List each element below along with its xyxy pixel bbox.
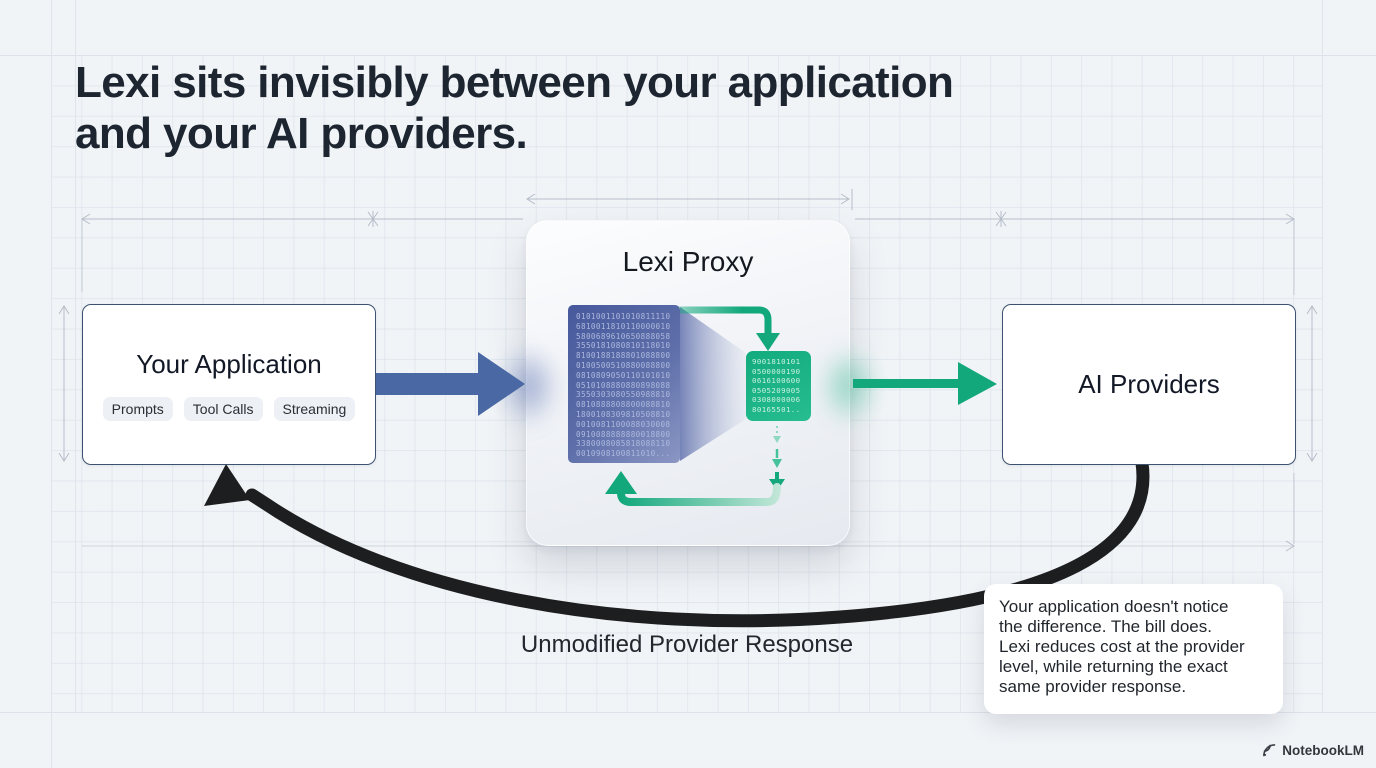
capability-chip: Streaming — [273, 396, 356, 421]
loopback-arrowhead — [605, 471, 637, 494]
descent-arrowhead — [773, 436, 781, 443]
compression-arrowhead — [756, 333, 780, 351]
annotation-line: Lexi reduces cost at the provider — [999, 637, 1245, 656]
green-glow — [818, 346, 880, 426]
page-title-line-2: and your AI providers. — [75, 109, 528, 158]
notebooklm-logo-icon — [1263, 744, 1276, 757]
page-title: Lexi sits invisibly between your applica… — [75, 57, 954, 159]
capability-chip: Tool Calls — [183, 396, 263, 421]
annotation-line: the difference. The bill does. — [999, 617, 1212, 636]
annotation-line: same provider response. — [999, 677, 1187, 696]
binary-row: 6810011810110000010 — [576, 321, 671, 331]
proxy-card: Lexi Proxy — [526, 220, 850, 546]
application-label: Your Application — [136, 348, 322, 379]
return-flow-label: Unmodified Provider Response — [520, 631, 854, 658]
binary-row: 0810809050110101010 — [576, 370, 671, 380]
binary-row: 0510108880880898088 — [576, 380, 671, 390]
binary-row: 0010081100088030008 — [576, 419, 671, 429]
annotation-line: Your application doesn't notice — [999, 597, 1229, 616]
page-title-line-1: Lexi sits invisibly between your applica… — [75, 58, 954, 107]
descent-arrowhead — [772, 459, 782, 468]
binary-row: 0616100600 — [752, 376, 801, 385]
descent-arrows — [769, 426, 785, 491]
bottom-frame-line — [0, 712, 1376, 713]
binary-row: 0010908100811010... — [576, 449, 671, 459]
binary-row: 80165501.. — [752, 404, 801, 414]
binary-row: 0505209005 — [752, 385, 801, 395]
capability-chip: Prompts — [102, 396, 173, 421]
providers-node: AI Providers — [1002, 304, 1296, 465]
binary-row: 5800689610650888058 — [576, 331, 671, 341]
right-frame-line — [1322, 0, 1323, 712]
compression-funnel-shape — [680, 307, 746, 461]
application-capability-chips: Prompts Tool Calls Streaming — [102, 396, 356, 421]
binary-row: 1800108309810508810 — [576, 409, 671, 419]
descent-arrowhead — [769, 479, 785, 491]
binary-row: 8100188188801088800 — [576, 351, 671, 361]
binary-row: 3380008085818088110 — [576, 439, 671, 449]
left-frame-line-inner — [75, 0, 76, 712]
proxy-label: Lexi Proxy — [622, 246, 754, 277]
binary-row: 0500000190 — [752, 366, 801, 376]
binary-row: 0308000006 — [752, 395, 801, 404]
providers-label: AI Providers — [1078, 369, 1220, 399]
top-frame-line — [0, 55, 1376, 56]
binary-row: 3550303080550988810 — [576, 390, 671, 400]
blue-glow — [496, 344, 560, 428]
application-node: Your Application Prompts Tool Calls Stream… — [82, 304, 376, 465]
left-frame-line — [51, 0, 52, 768]
binary-row: 3550181080810118010 — [576, 341, 671, 351]
watermark-label: NotebookLM — [1282, 743, 1364, 758]
binary-row: 0101001101010811110 — [576, 312, 671, 321]
binary-row: 9001810101 — [752, 357, 801, 366]
annotation-line: level, while returning the exact — [999, 657, 1228, 676]
binary-row: 0100500510880088800 — [576, 360, 671, 370]
notebooklm-watermark: NotebookLM — [1262, 743, 1364, 758]
binary-row: 0910088888880018800 — [576, 429, 671, 439]
binary-row: 0810888808800088810 — [576, 400, 671, 410]
loopback-arrow — [617, 483, 781, 506]
